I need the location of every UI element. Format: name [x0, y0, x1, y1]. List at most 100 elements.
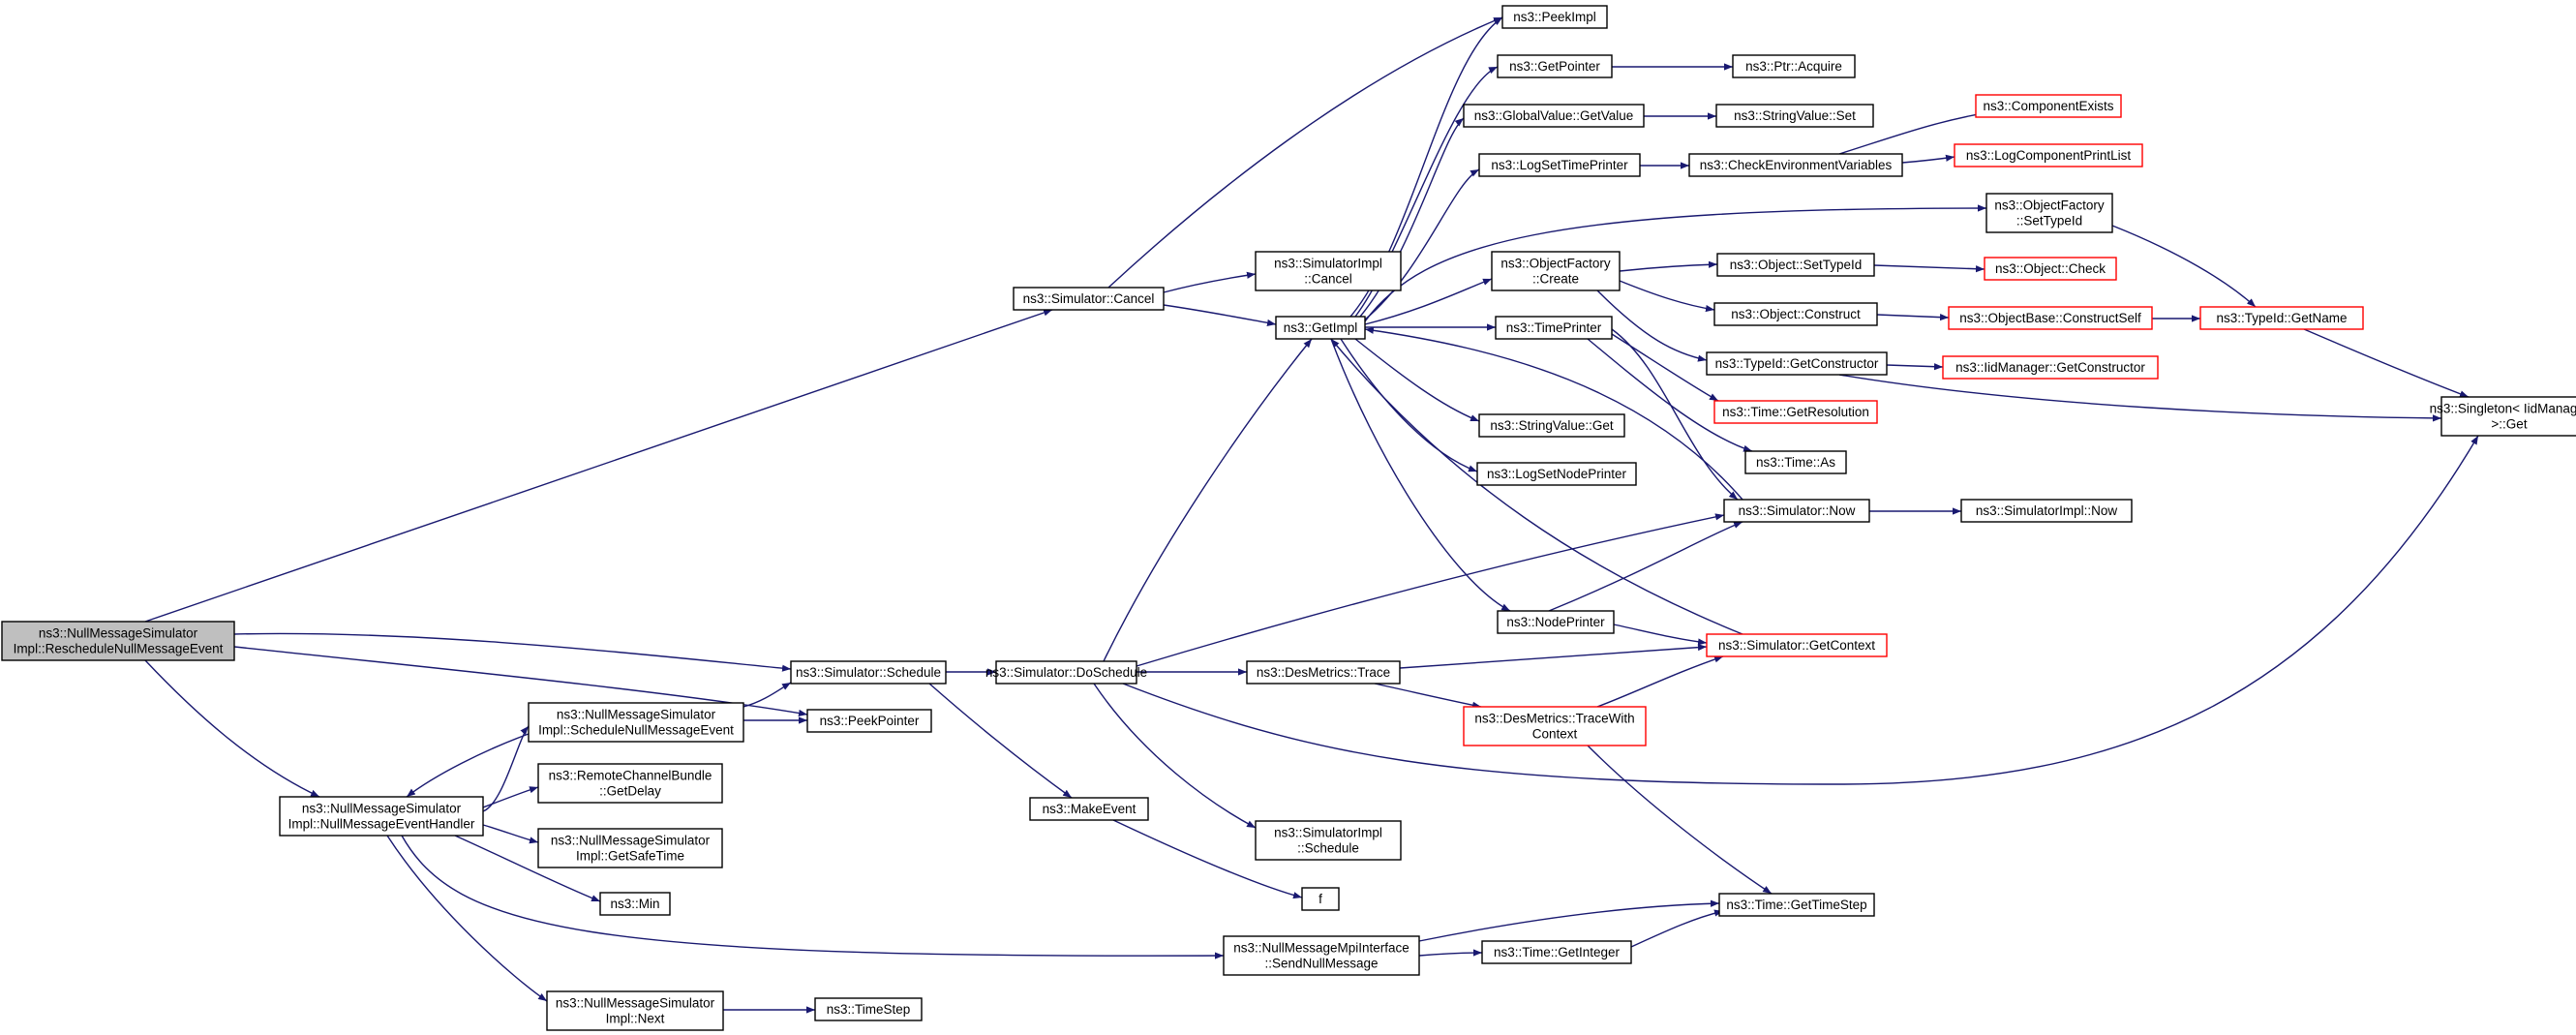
node-ofcreate[interactable]: ns3::ObjectFactory::Create: [1491, 251, 1621, 291]
node-timestep[interactable]: ns3::TimeStep: [814, 997, 923, 1021]
node-label: Impl::RescheduleNullMessageEvent: [14, 642, 224, 656]
edge-doschedule-to-simnow: [1136, 513, 1725, 667]
node-label: ns3::PeekImpl: [1513, 10, 1596, 24]
node-timegetinteger[interactable]: ns3::Time::GetInteger: [1481, 940, 1632, 964]
edge-ofsettypeid-to-typeidgetname: [2111, 225, 2257, 308]
edge-getimpl-to-ofcreate: [1364, 278, 1493, 325]
node-box: [599, 892, 671, 916]
edge-getimpl-to-nodeprinter: [1330, 338, 1511, 612]
node-box: [1706, 351, 1888, 376]
node-label: ns3::Time::As: [1756, 455, 1835, 470]
node-getpointer[interactable]: ns3::GetPointer: [1497, 54, 1613, 78]
node-typeidgetname[interactable]: ns3::TypeId::GetName: [2199, 306, 2364, 330]
edge-cancel-to-simimplcancel: [1163, 271, 1257, 293]
edge-sendnull-to-timegetstep: [1418, 899, 1720, 942]
node-label: ::Schedule: [1297, 841, 1359, 856]
node-objconstruct[interactable]: ns3::Object::Construct: [1713, 302, 1878, 326]
node-compexists[interactable]: ns3::ComponentExists: [1975, 94, 2122, 118]
node-simimplnow[interactable]: ns3::SimulatorImpl::Now: [1960, 499, 2133, 523]
node-timegetstep[interactable]: ns3::Time::GetTimeStep: [1718, 893, 1875, 917]
node-box: [2199, 306, 2364, 330]
node-box: [1029, 797, 1149, 821]
node-singleton[interactable]: ns3::Singleton< IidManager >::Get: [2430, 396, 2576, 437]
edge-nodeprinter-to-simgetctx: [1613, 624, 1708, 646]
node-timeprinter[interactable]: ns3::TimePrinter: [1495, 316, 1613, 340]
node-label: Context: [1532, 727, 1578, 742]
node-snme[interactable]: ns3::NullMessageSimulatorImpl::ScheduleN…: [528, 702, 744, 743]
node-getsafetime[interactable]: ns3::NullMessageSimulatorImpl::GetSafeTi…: [537, 828, 723, 868]
node-svget[interactable]: ns3::StringValue::Get: [1478, 413, 1625, 438]
edge-getimpl-to-ofsettypeid: [1364, 204, 1987, 322]
node-label: ::Cancel: [1304, 272, 1352, 287]
node-label: ::SendNullMessage: [1264, 957, 1378, 971]
node-ptracquire[interactable]: ns3::Ptr::Acquire: [1732, 54, 1856, 78]
node-checkenv[interactable]: ns3::CheckEnvironmentVariables: [1688, 153, 1903, 177]
node-simimplschedule[interactable]: ns3::SimulatorImpl::Schedule: [1255, 820, 1402, 861]
edge-snme-to-schedule: [742, 682, 792, 708]
node-box: [1223, 935, 1420, 976]
node-logcpl[interactable]: ns3::LogComponentPrintList: [1954, 143, 2143, 167]
node-min[interactable]: ns3::Min: [599, 892, 671, 916]
node-timegetres[interactable]: ns3::Time::GetResolution: [1713, 400, 1878, 424]
node-box: [1723, 499, 1870, 523]
node-label: ns3::TimePrinter: [1506, 320, 1602, 335]
node-box: [1713, 302, 1878, 326]
node-nodeprinter[interactable]: ns3::NodePrinter: [1497, 610, 1615, 634]
edge-doschedule-to-singleton: [1122, 435, 2479, 785]
node-box: [1481, 940, 1632, 964]
node-peekptr[interactable]: ns3::PeekPointer: [806, 709, 932, 733]
node-box: [1716, 253, 1875, 277]
node-root[interactable]: ns3::NullMessageSimulatorImpl::Reschedul…: [1, 621, 235, 661]
node-box: [995, 660, 1137, 685]
edge-getimpl-to-logsetnp: [1340, 338, 1478, 472]
node-box: [814, 997, 923, 1021]
node-cancel[interactable]: ns3::Simulator::Cancel: [1013, 287, 1165, 311]
node-iidmgrgetctor[interactable]: ns3::IidManager::GetConstructor: [1942, 355, 2159, 380]
node-f[interactable]: f: [1301, 887, 1340, 911]
node-nmeh[interactable]: ns3::NullMessageSimulatorImpl::NullMessa…: [279, 796, 484, 837]
node-typeidgetctor[interactable]: ns3::TypeId::GetConstructor: [1706, 351, 1888, 376]
node-svset[interactable]: ns3::StringValue::Set: [1715, 104, 1874, 128]
edge-getimpl-to-logsettp: [1364, 168, 1480, 320]
node-label: ns3::RemoteChannelBundle: [549, 769, 712, 783]
node-objsettypeid[interactable]: ns3::Object::SetTypeId: [1716, 253, 1875, 277]
node-box: [1478, 153, 1641, 177]
node-label: ns3::NullMessageMpiInterface: [1233, 941, 1409, 956]
node-logsetnp[interactable]: ns3::LogSetNodePrinter: [1476, 462, 1637, 486]
node-simnow[interactable]: ns3::Simulator::Now: [1723, 499, 1870, 523]
node-peekimpl[interactable]: ns3::PeekImpl: [1501, 5, 1608, 29]
node-schedule[interactable]: ns3::Simulator::Schedule: [790, 660, 947, 685]
node-gvgetvalue[interactable]: ns3::GlobalValue::GetValue: [1463, 104, 1645, 128]
node-objcheck[interactable]: ns3::Object::Check: [1984, 257, 2117, 281]
node-ofsettypeid[interactable]: ns3::ObjectFactory::SetTypeId: [1985, 193, 2113, 233]
node-box: [1975, 94, 2122, 118]
node-label: Impl::NullMessageEventHandler: [288, 817, 475, 832]
node-logsettp[interactable]: ns3::LogSetTimePrinter: [1478, 153, 1641, 177]
node-label: Impl::Next: [606, 1012, 665, 1026]
node-simimplcancel[interactable]: ns3::SimulatorImpl::Cancel: [1255, 251, 1402, 291]
node-box: [2440, 396, 2576, 437]
node-box: [279, 796, 484, 837]
node-desmtrace[interactable]: ns3::DesMetrics::Trace: [1246, 660, 1401, 685]
node-obconstructself[interactable]: ns3::ObjectBase::ConstructSelf: [1948, 306, 2153, 330]
edge-ofcreate-to-objconstruct: [1619, 280, 1715, 313]
node-timeas[interactable]: ns3::Time::As: [1744, 450, 1847, 474]
edge-nmeh-to-sendnull: [401, 835, 1225, 959]
node-label: ns3::GetImpl: [1284, 320, 1358, 335]
node-doschedule[interactable]: ns3::Simulator::DoSchedule: [985, 660, 1147, 685]
node-getimpl[interactable]: ns3::GetImpl: [1275, 316, 1366, 340]
node-sendnull[interactable]: ns3::NullMessageMpiInterface::SendNullMe…: [1223, 935, 1420, 976]
node-label: ns3::Simulator::DoSchedule: [985, 665, 1147, 680]
node-label: ns3::Object::SetTypeId: [1730, 258, 1863, 272]
node-makeevent[interactable]: ns3::MakeEvent: [1029, 797, 1149, 821]
node-label: ns3::Time::GetResolution: [1722, 405, 1869, 419]
node-label: ::SetTypeId: [2016, 214, 2082, 228]
edge-getimpl-to-svget: [1354, 338, 1480, 422]
node-label: ns3::ObjectFactory: [1500, 257, 1611, 271]
edge-nmeh-to-rcbdelay: [482, 786, 539, 808]
node-simgetctx[interactable]: ns3::Simulator::GetContext: [1706, 633, 1888, 657]
node-rcbdelay[interactable]: ns3::RemoteChannelBundle::GetDelay: [537, 763, 723, 804]
